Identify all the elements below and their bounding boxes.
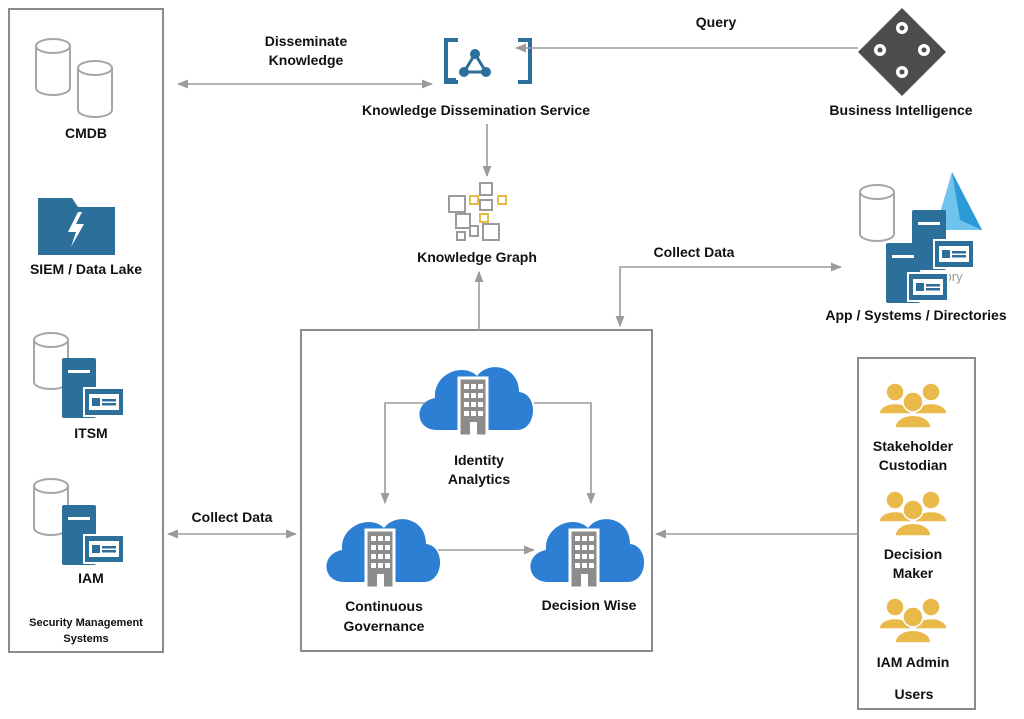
user-group-icon — [878, 490, 948, 537]
analytics-panel — [300, 329, 653, 652]
identity-to-decision-arrow — [534, 402, 596, 505]
business-intelligence-label: Business Intelligence — [829, 102, 972, 118]
security-systems-panel — [8, 8, 164, 653]
decision-maker-label: Maker — [893, 565, 934, 581]
collect-data-arrow-top — [615, 262, 843, 328]
siem-label: SIEM / Data Lake — [30, 261, 142, 277]
user-group-icon — [878, 597, 948, 644]
continuous-governance-icon — [324, 517, 442, 590]
panel-caption: Security Management — [29, 617, 143, 629]
identity-to-governance-arrow — [380, 402, 425, 505]
apps-systems-label: App / Systems / Directories — [825, 307, 1007, 323]
panel-caption: Systems — [63, 633, 108, 645]
stakeholder-label: Stakeholder — [873, 438, 954, 454]
user-group-icon — [878, 382, 948, 429]
knowledge-service-icon — [444, 38, 532, 84]
database-server-icon — [33, 332, 125, 419]
stakeholder-label: Custodian — [879, 457, 947, 473]
decision-wise-icon — [528, 517, 646, 590]
collect-data-label-left: Collect Data — [192, 509, 273, 525]
decision-maker-label: Decision — [884, 546, 942, 562]
continuous-governance-label: Governance — [344, 618, 425, 634]
decision-wise-label: Decision Wise — [542, 597, 637, 613]
folder-lightning-icon — [38, 198, 115, 255]
knowledge-service-label: Knowledge Dissemination Service — [362, 102, 590, 118]
business-intelligence-icon — [858, 8, 946, 96]
identity-analytics-icon — [417, 365, 535, 438]
database-server-icon — [33, 478, 125, 566]
cmdb-label: CMDB — [65, 125, 107, 141]
collect-data-label-top: Collect Data — [654, 244, 735, 260]
iam-label: IAM — [78, 570, 104, 586]
knowledge-graph-label: Knowledge Graph — [417, 249, 537, 265]
disseminate-label: Knowledge — [269, 52, 344, 68]
itsm-label: ITSM — [74, 425, 107, 441]
users-caption: Users — [895, 686, 934, 702]
query-label: Query — [696, 14, 737, 30]
iam-admin-label: IAM Admin — [877, 654, 950, 670]
database-icon — [35, 38, 113, 118]
continuous-governance-label: Continuous — [345, 598, 423, 614]
identity-analytics-label: Analytics — [448, 471, 510, 487]
disseminate-label: Disseminate — [265, 33, 348, 49]
knowledge-graph-icon — [448, 182, 507, 241]
identity-analytics-label: Identity — [454, 452, 504, 468]
apps-systems-icon: e irectory — [859, 172, 982, 304]
